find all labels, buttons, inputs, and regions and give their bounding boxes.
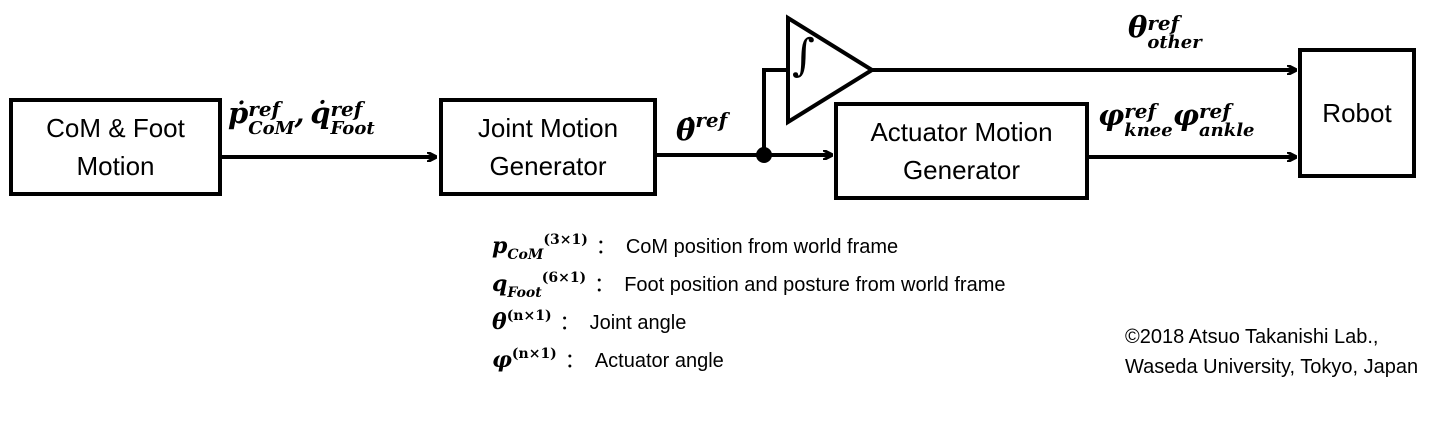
legend-row-qfoot: qFoot(6×1) ： Foot position and posture fro… xyxy=(492,268,1005,301)
phi-knee-symbol: φ xyxy=(1098,98,1125,132)
legend-symbol: θ xyxy=(492,309,507,335)
legend-description: Foot position and posture from world fra… xyxy=(624,274,1006,296)
copyright-line2: Waseda University, Tokyo, Japan xyxy=(1125,356,1419,378)
copyright-line1: ©2018 Atsuo Takanishi Lab., xyxy=(1125,326,1379,348)
legend-sub: Foot xyxy=(507,285,542,301)
legend-separator: ： xyxy=(564,350,585,372)
legend-symbol: φ xyxy=(492,347,512,373)
phi-ankle-ref-sup: ref xyxy=(1198,98,1231,123)
legend-description: Actuator angle xyxy=(594,350,724,372)
legend-sup: (3×1) xyxy=(543,232,588,248)
legend-description: Joint angle xyxy=(589,312,687,334)
q-foot-sub: Foot xyxy=(330,117,375,139)
com-foot-label-line2: Motion xyxy=(76,151,155,181)
legend-separator: ： xyxy=(595,236,616,258)
theta-symbol: θ xyxy=(1128,10,1148,44)
joint-gen-label-line2: Generator xyxy=(489,151,607,181)
comma: , xyxy=(294,96,305,130)
phi-ankle-symbol: φ xyxy=(1172,98,1199,132)
joint-motion-generator-block: Joint Motion Generator xyxy=(439,98,657,196)
phi-ankle-sub: ankle xyxy=(1198,119,1255,141)
actuator-motion-generator-block: Actuator Motion Generator xyxy=(834,102,1089,200)
joint-gen-label-line1: Joint Motion xyxy=(477,113,619,143)
theta-dot-ref-sup: ref xyxy=(695,108,728,132)
p-com-sub: CoM xyxy=(248,117,295,139)
legend-sup: (6×1) xyxy=(541,270,587,286)
signal-theta-dot-ref: θ̇ref xyxy=(676,108,727,147)
theta-dot-symbol: θ̇ xyxy=(676,113,696,147)
legend-separator: ： xyxy=(594,274,615,296)
actuator-gen-label-line1: Actuator Motion xyxy=(870,117,1053,147)
legend-row-pcom: pCoM(3×1) ： CoM position from world frame xyxy=(492,230,898,263)
q-dot-symbol: q̇ xyxy=(310,96,331,130)
theta-ref-sup: ref xyxy=(1147,10,1180,35)
legend-sub: CoM xyxy=(507,247,544,263)
theta-other-sub: other xyxy=(1147,31,1202,53)
legend-description: CoM position from world frame xyxy=(625,236,899,258)
legend-sup: (n×1) xyxy=(511,346,557,362)
legend-symbol: q xyxy=(492,271,508,297)
robot-block: Robot xyxy=(1298,48,1416,178)
phi-knee-ref-sup: ref xyxy=(1124,98,1157,123)
legend-sup: (n×1) xyxy=(506,308,552,324)
line-junction-to-integrator xyxy=(762,68,788,155)
legend-symbol: p xyxy=(492,233,508,259)
actuator-gen-label-line2: Generator xyxy=(902,155,1021,185)
com-foot-motion-block: CoM & Foot Motion xyxy=(9,98,222,196)
integral-sign: ∫ xyxy=(792,30,815,81)
legend-separator: ： xyxy=(559,312,580,334)
p-ref-sup: ref xyxy=(248,96,281,121)
p-dot-symbol: ṗ xyxy=(228,96,249,130)
com-foot-label-line1: CoM & Foot xyxy=(46,113,185,143)
robot-label: Robot xyxy=(1322,98,1392,128)
integrator-triangle xyxy=(786,14,876,126)
q-ref-sup: ref xyxy=(330,96,363,121)
phi-knee-sub: knee xyxy=(1124,119,1173,141)
legend-row-theta: θ(n×1) ： Joint angle xyxy=(492,306,686,339)
legend-row-phi: φ(n×1) ： Actuator angle xyxy=(492,344,724,377)
